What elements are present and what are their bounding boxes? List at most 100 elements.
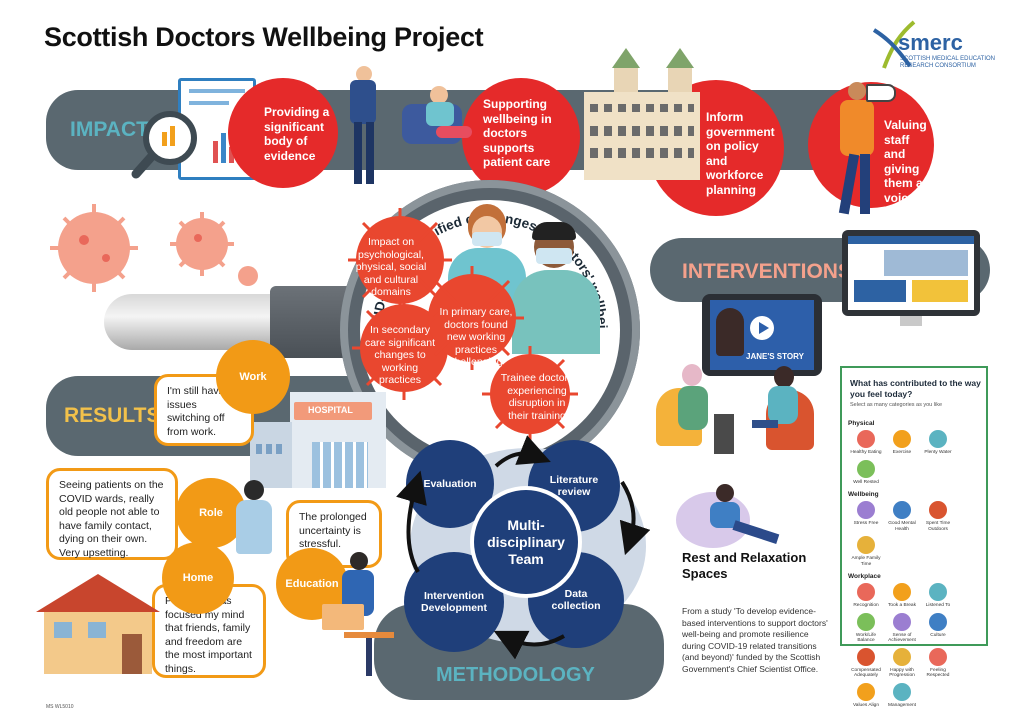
video-play-icon[interactable] (750, 316, 774, 340)
wellbeing-survey-card: What has contributed to the way you feel… (840, 366, 988, 708)
quote-education-text: The prolonged uncertainty is stressful. (299, 511, 367, 550)
survey-option-icon (857, 583, 875, 601)
survey-option[interactable]: Ample Family Time (848, 536, 884, 567)
footer-code: MS WL5010 (46, 704, 74, 710)
survey-option-label: Healthy Eating (850, 450, 882, 455)
survey-option-label: Took a Break (888, 603, 916, 608)
house-illustration (36, 574, 160, 674)
virus-text-2: In secondary care significant changes to… (364, 324, 436, 386)
survey-option-icon (929, 430, 947, 448)
survey-option[interactable]: Management (884, 682, 920, 709)
magnifier-icon (131, 111, 197, 179)
survey-option[interactable]: Took a Break (884, 583, 920, 609)
survey-option[interactable]: Culture (920, 612, 956, 644)
survey-option[interactable]: Values Align (848, 682, 884, 709)
survey-option-label: Recognition (853, 603, 879, 608)
survey-option[interactable]: Good Mental Health (884, 501, 920, 532)
survey-option-icon (893, 583, 911, 601)
survey-option[interactable]: Compensated Adequately (848, 647, 884, 679)
survey-option-label: Values Align (852, 702, 880, 708)
survey-option-label: Management (888, 702, 916, 708)
government-building-illustration (584, 48, 700, 180)
survey-option-icon (893, 501, 911, 519)
survey-option-icon (893, 430, 911, 448)
survey-option-icon (857, 501, 875, 519)
survey-option[interactable]: Happy with Progression (884, 647, 920, 679)
impact-text-4: Valuing staff and giving them a voice (884, 118, 927, 205)
survey-option-label: Work/Life Balance (855, 632, 877, 644)
survey-section-physical: Physical (848, 420, 875, 427)
methodology-label: METHODOLOGY (436, 664, 595, 686)
survey-option-label: Happy with Progression (889, 667, 915, 679)
impact-label: IMPACT (70, 118, 149, 141)
survey-option-icon (857, 647, 875, 666)
impact-text-1: Providing a significant body of evidence (264, 105, 330, 163)
interventions-label: INTERVENTIONS (682, 260, 852, 283)
survey-option[interactable]: Exercise (884, 430, 920, 456)
survey-option-icon (857, 612, 875, 631)
survey-option-icon (893, 682, 911, 701)
logo-swoosh-icon (872, 20, 916, 69)
conversation-illustration (656, 360, 816, 470)
hospital-illustration: HOSPITAL (250, 392, 390, 488)
survey-option[interactable]: Plenty Water (920, 430, 956, 456)
tag-role: Role (176, 478, 246, 548)
survey-option-label: Compensated Adequately (851, 667, 881, 679)
hospital-sign: HOSPITAL (308, 405, 353, 415)
survey-option[interactable]: Feeling Respected (920, 647, 956, 679)
survey-option[interactable]: Work/Life Balance (848, 612, 884, 644)
survey-option-icon (857, 459, 875, 478)
megaphone-person-illustration (822, 78, 896, 218)
survey-option-icon (857, 430, 875, 448)
survey-option-icon (929, 501, 947, 519)
results-label: RESULTS (64, 404, 161, 427)
role-person-illustration (232, 480, 276, 560)
survey-option-label: Sense of Achievement (888, 632, 916, 644)
impact-text-3: Inform government on policy and workforc… (706, 110, 775, 197)
survey-option-label: Culture (930, 632, 946, 638)
survey-section-workplace: Workplace (848, 573, 881, 580)
beanbag-illustration (676, 484, 784, 548)
smerc-logo: smerc SCOTTISH MEDICAL EDUCATION RESEARC… (870, 16, 1000, 76)
logo-subtitle-1: SCOTTISH MEDICAL EDUCATION (900, 56, 996, 62)
survey-option[interactable]: Sense of Achievement (884, 612, 920, 644)
survey-question: What has contributed to the way you feel… (850, 378, 981, 399)
survey-option-icon (929, 583, 947, 601)
tag-home: Home (162, 542, 234, 614)
student-desk-illustration (318, 552, 398, 678)
survey-instruction: Select as many categories as you like (850, 402, 943, 408)
survey-option-label: Well Rested (853, 479, 879, 485)
quote-role-text: Seeing patients on the COVID wards, real… (59, 479, 164, 559)
virus-cluster (348, 208, 578, 442)
survey-option-label: Stress Free (853, 521, 879, 526)
virus-decoration-icon (50, 204, 258, 292)
survey-option-icon (857, 682, 875, 701)
survey-option-icon (929, 612, 947, 631)
virus-text-3: In primary care, doctors found new worki… (439, 306, 513, 368)
video-tablet[interactable]: JANE'S STORY (702, 294, 822, 376)
quote-role: Seeing patients on the COVID wards, real… (46, 468, 178, 560)
method-center-team: Multi-disciplinary Team (474, 490, 578, 594)
survey-option-icon (929, 647, 947, 666)
survey-option[interactable]: Recognition (848, 583, 884, 609)
doctors-masked-illustration (448, 204, 608, 354)
tag-work: Work (216, 340, 290, 414)
survey-option-label: Listened To (925, 603, 951, 608)
virus-text-4: Trainee doctors experiencing disruption … (500, 372, 574, 422)
survey-option-label: Ample Family Time (851, 556, 881, 567)
impact-circle-2 (462, 78, 580, 196)
survey-option-label: Exercise (892, 450, 912, 455)
logo-name: smerc (898, 30, 963, 55)
doctor-patient-illustration (344, 64, 474, 188)
website-monitor-illustration (842, 230, 980, 330)
survey-option-icon (857, 536, 875, 554)
survey-option-label: Spent Time Outdoors (925, 521, 951, 532)
virus-text-1: Impact on psychological, physical, socia… (355, 236, 427, 298)
survey-option-label: Good Mental Health (888, 521, 916, 532)
method-node-data: Data collection (528, 552, 624, 648)
survey-option[interactable]: Listened To (920, 583, 956, 609)
survey-option[interactable]: Spent Time Outdoors (920, 501, 956, 532)
survey-option[interactable]: Stress Free (848, 501, 884, 532)
survey-option[interactable]: Well Rested (848, 459, 884, 486)
survey-option[interactable]: Healthy Eating (848, 430, 884, 456)
